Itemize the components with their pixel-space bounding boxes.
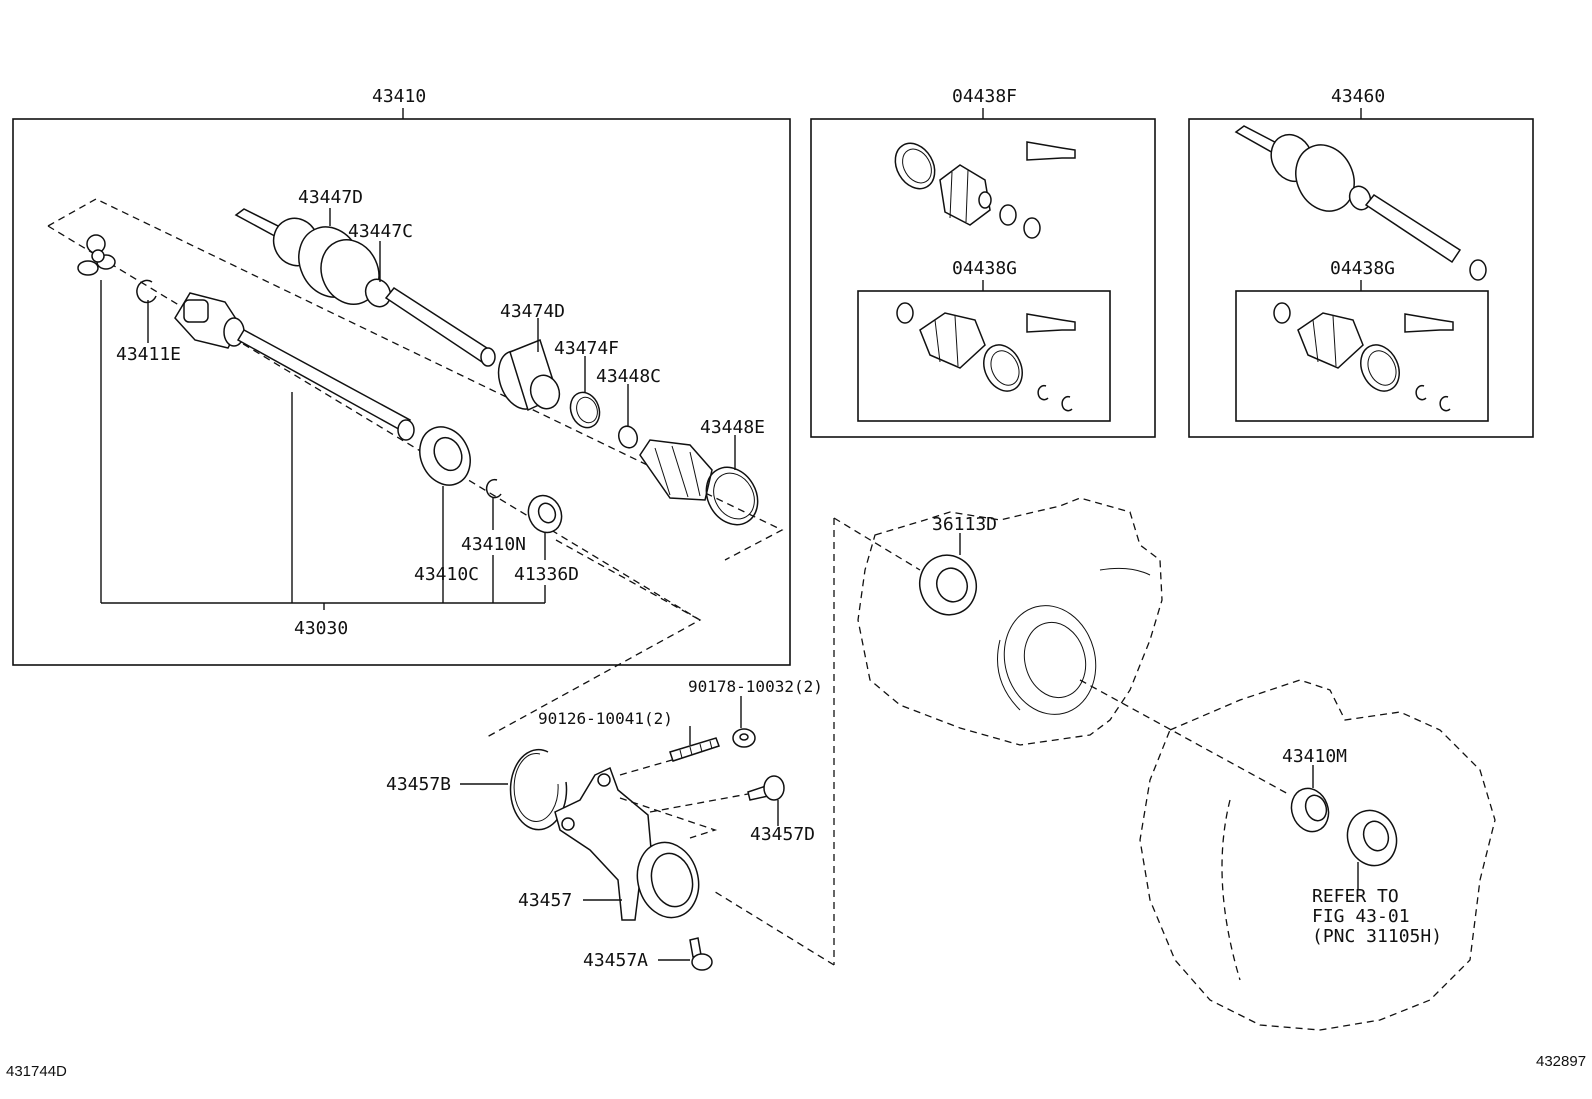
seal-41336D-part[interactable] xyxy=(522,490,567,538)
label-43410[interactable]: 43410 xyxy=(372,86,426,107)
label-43448E[interactable]: 43448E xyxy=(700,417,765,438)
label-43474D[interactable]: 43474D xyxy=(500,301,565,322)
label-43410M[interactable]: 43410M xyxy=(1282,746,1347,767)
outboard-shaft-part[interactable] xyxy=(234,208,496,367)
bolt-43457D-part[interactable] xyxy=(747,775,785,801)
label-43447D[interactable]: 43447D xyxy=(298,187,363,208)
snap-ring-43410N-part[interactable] xyxy=(485,478,502,499)
label-43457[interactable]: 43457 xyxy=(518,890,572,911)
stud-90126-part[interactable] xyxy=(669,737,720,762)
bracket-43457-part[interactable] xyxy=(554,766,707,924)
figure-id-right: 432897 xyxy=(1536,1053,1586,1070)
label-41336D[interactable]: 41336D xyxy=(514,564,579,585)
label-43447C[interactable]: 43447C xyxy=(348,221,413,242)
label-04438G-right[interactable]: 04438G xyxy=(1330,258,1395,279)
assembly-43410-box: 43410 43411E 43030 xyxy=(12,86,791,738)
label-90178-10032[interactable]: 90178-10032(2) xyxy=(688,677,823,696)
transfer-housing-part xyxy=(1139,679,1496,1031)
label-43410C[interactable]: 43410C xyxy=(414,564,479,585)
damper-43474D-part[interactable] xyxy=(491,339,564,415)
boot-kit-04438F-box: 04438F 04438G xyxy=(810,86,1156,438)
assembly-43460-box: 43460 04438G xyxy=(1188,86,1534,438)
label-04438G-left[interactable]: 04438G xyxy=(952,258,1017,279)
label-36113D[interactable]: 36113D xyxy=(932,514,997,535)
label-43411E[interactable]: 43411E xyxy=(116,344,181,365)
shaft-43460-parts[interactable] xyxy=(1234,125,1487,281)
label-43457D[interactable]: 43457D xyxy=(750,824,815,845)
transaxle-case-part xyxy=(857,497,1163,746)
label-04438F[interactable]: 04438F xyxy=(952,86,1017,107)
refer-note-line1: REFER TO xyxy=(1312,886,1399,907)
label-43030[interactable]: 43030 xyxy=(294,618,348,639)
bearing-43410M-part[interactable] xyxy=(1286,783,1335,837)
boot-kit-04438G-right-parts[interactable] xyxy=(1273,302,1454,412)
bearing-43410C-part[interactable] xyxy=(411,419,480,494)
figure-id-left: 431744D xyxy=(6,1063,67,1080)
bolt-43457A-part[interactable] xyxy=(689,937,713,971)
boot-43448E-part[interactable] xyxy=(639,439,768,534)
clamp-43448C-part[interactable] xyxy=(616,424,640,451)
clamp-43474F-part[interactable] xyxy=(566,388,605,431)
tripod-joint-part[interactable] xyxy=(77,234,116,276)
snap-ring-43411E-part[interactable] xyxy=(136,279,157,304)
label-43410N[interactable]: 43410N xyxy=(461,534,526,555)
label-43448C[interactable]: 43448C xyxy=(596,366,661,387)
label-43457A[interactable]: 43457A xyxy=(583,950,648,971)
seal-36113D-part[interactable] xyxy=(911,547,984,623)
nut-90178-part[interactable] xyxy=(732,728,756,748)
label-90126-10041[interactable]: 90126-10041(2) xyxy=(538,709,673,728)
refer-note-line2: FIG 43-01 xyxy=(1312,906,1410,927)
refer-note-line3: (PNC 31105H) xyxy=(1312,926,1442,947)
boot-kit-04438F-parts[interactable] xyxy=(887,136,1076,239)
seal-31105H-part[interactable] xyxy=(1340,803,1404,872)
label-43457B[interactable]: 43457B xyxy=(386,774,451,795)
boot-kit-04438G-left-parts[interactable] xyxy=(896,302,1076,412)
label-43474F[interactable]: 43474F xyxy=(554,338,619,359)
inboard-joint-shaft-part[interactable] xyxy=(174,292,415,441)
label-43460[interactable]: 43460 xyxy=(1331,86,1385,107)
